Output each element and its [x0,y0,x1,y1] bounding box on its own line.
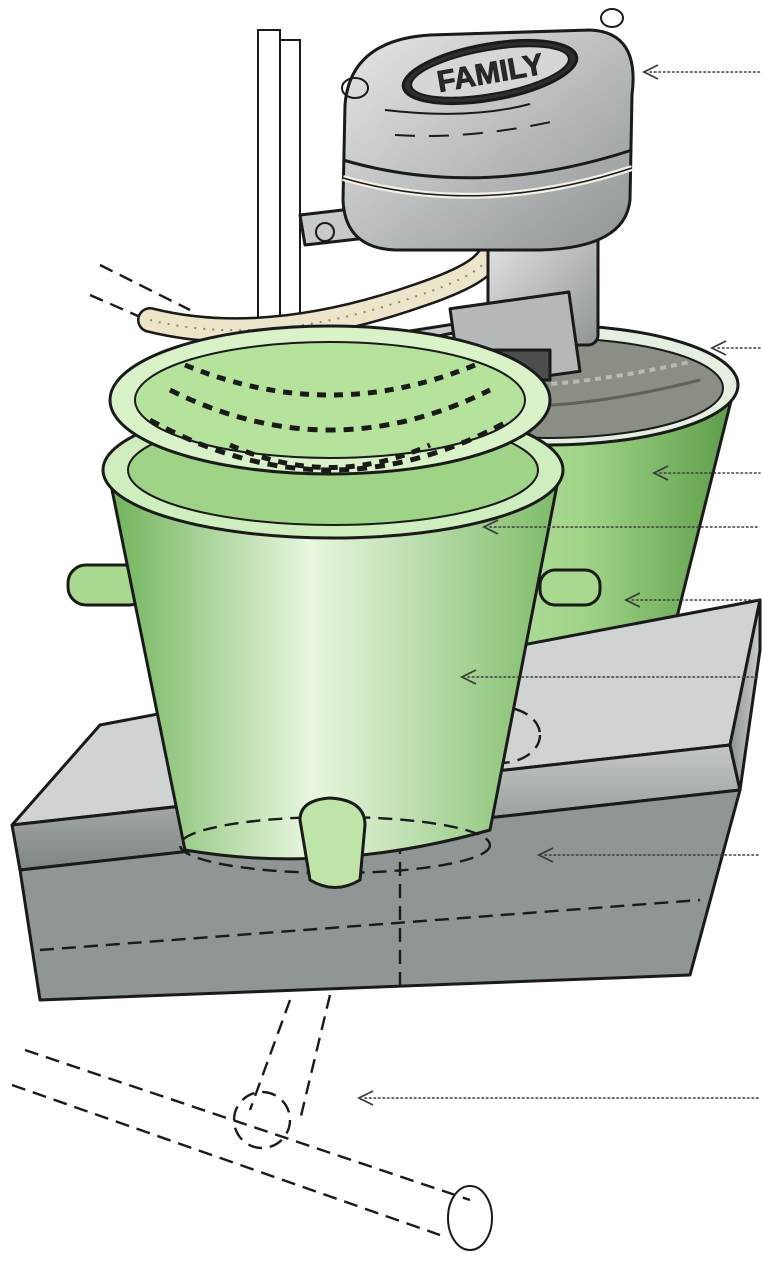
callout-mixer-sludge [712,341,760,355]
callout-drain-pipe [359,1091,760,1105]
strainer-basket [110,326,550,474]
callout-motor-unit [644,65,760,79]
drain-pipe [12,995,492,1250]
